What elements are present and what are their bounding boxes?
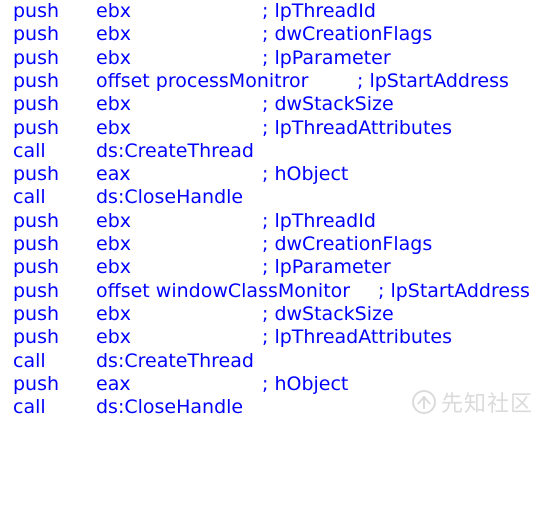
comment: ; lpParameter bbox=[262, 256, 391, 279]
operand: ds:CreateThread bbox=[96, 139, 254, 162]
mnemonic: call bbox=[13, 186, 46, 209]
mnemonic: push bbox=[13, 256, 60, 279]
code-line: push ebx ; dwStackSize bbox=[0, 303, 541, 326]
mnemonic: push bbox=[13, 46, 60, 69]
comment: ; lpStartAddress bbox=[357, 69, 509, 92]
code-line: push ebx ; lpThreadAttributes bbox=[0, 326, 541, 349]
comment: ; hObject bbox=[262, 372, 349, 395]
watermark: 先知社区 bbox=[411, 387, 533, 417]
operand: ebx bbox=[96, 116, 131, 139]
mnemonic: push bbox=[13, 326, 60, 349]
operand: ebx bbox=[96, 93, 131, 116]
operand: ebx bbox=[96, 46, 131, 69]
operand: eax bbox=[96, 163, 131, 186]
code-line: push ebx ; dwStackSize bbox=[0, 93, 541, 116]
operand: offset windowClassMonitor bbox=[96, 279, 351, 302]
code-line: push ebx ; lpParameter bbox=[0, 256, 541, 279]
disassembly-listing: push ebx ; lpThreadId push ebx ; dwCreat… bbox=[0, 0, 541, 419]
mnemonic: call bbox=[13, 349, 46, 372]
mnemonic: push bbox=[13, 116, 60, 139]
operand: eax bbox=[96, 372, 131, 395]
mnemonic: push bbox=[13, 233, 60, 255]
code-line: call ds:CreateThread bbox=[0, 350, 541, 373]
mnemonic: push bbox=[13, 163, 60, 186]
operand: ebx bbox=[96, 0, 131, 22]
code-line: call ds:CloseHandle bbox=[0, 396, 541, 419]
comment: ; lpStartAddress bbox=[378, 279, 530, 302]
code-line: call ds:CloseHandle bbox=[0, 186, 541, 209]
operand: ebx bbox=[96, 209, 131, 232]
mnemonic: push bbox=[13, 23, 60, 46]
operand: offset processMonitror bbox=[96, 69, 309, 92]
comment: ; hObject bbox=[262, 163, 349, 186]
mnemonic: push bbox=[13, 209, 60, 232]
operand: ebx bbox=[96, 23, 131, 46]
mnemonic: push bbox=[13, 69, 60, 92]
code-line: push ebx ; lpThreadAttributes bbox=[0, 117, 541, 140]
code-line: push ebx ; lpParameter bbox=[0, 47, 541, 70]
comment: ; dwCreationFlags bbox=[262, 23, 433, 46]
code-line: push ebx ; lpThreadId bbox=[0, 210, 541, 233]
code-line: push eax ; hObject bbox=[0, 373, 541, 396]
code-line: push offset processMonitror ; lpStartAdd… bbox=[0, 70, 541, 93]
comment: ; lpThreadId bbox=[262, 0, 376, 22]
code-line: push eax ; hObject bbox=[0, 163, 541, 186]
comment: ; lpThreadAttributes bbox=[262, 326, 453, 349]
mnemonic: call bbox=[13, 396, 46, 419]
operand: ebx bbox=[96, 256, 131, 279]
mnemonic: call bbox=[13, 139, 46, 162]
operand: ds:CreateThread bbox=[96, 349, 254, 372]
code-line: push ebx ; dwCreationFlags bbox=[0, 23, 541, 46]
xianzhi-logo-icon bbox=[411, 390, 436, 414]
operand: ebx bbox=[96, 326, 131, 349]
mnemonic: push bbox=[13, 302, 60, 325]
mnemonic: push bbox=[13, 0, 60, 22]
code-line: call ds:CreateThread bbox=[0, 140, 541, 163]
mnemonic: push bbox=[13, 372, 60, 395]
operand: ebx bbox=[96, 233, 131, 255]
comment: ; dwCreationFlags bbox=[262, 233, 433, 255]
mnemonic: push bbox=[13, 93, 60, 116]
mnemonic: push bbox=[13, 279, 60, 302]
code-line: push offset windowClassMonitor ; lpStart… bbox=[0, 280, 541, 303]
code-line: push ebx ; dwCreationFlags bbox=[0, 233, 541, 256]
operand: ds:CloseHandle bbox=[96, 186, 244, 209]
comment: ; dwStackSize bbox=[262, 93, 394, 116]
operand: ebx bbox=[96, 302, 131, 325]
watermark-text: 先知社区 bbox=[440, 392, 533, 417]
comment: ; lpParameter bbox=[262, 46, 391, 69]
comment: ; lpThreadId bbox=[262, 209, 376, 232]
code-line: push ebx ; lpThreadId bbox=[0, 0, 541, 23]
operand: ds:CloseHandle bbox=[96, 396, 244, 419]
comment: ; dwStackSize bbox=[262, 302, 394, 325]
comment: ; lpThreadAttributes bbox=[262, 116, 453, 139]
